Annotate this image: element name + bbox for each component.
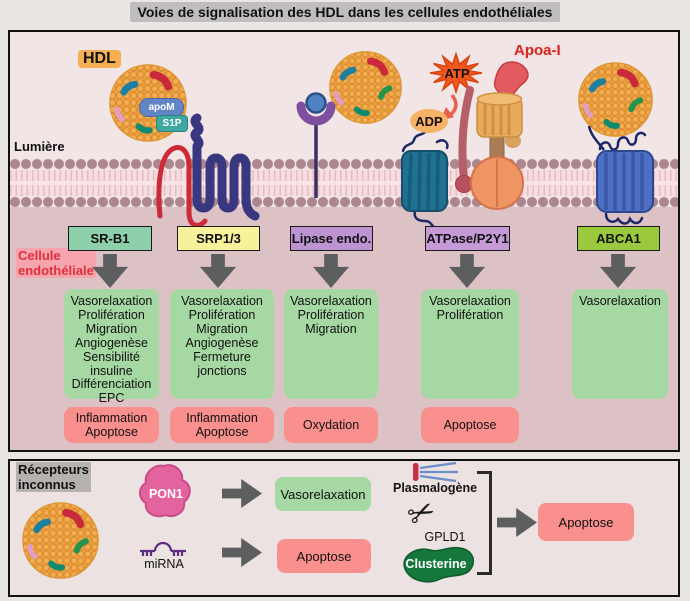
effects-positive-atpase: Vasorelaxation Prolifération [421, 289, 519, 399]
receptor-label-srb1: SR-B1 [68, 226, 152, 251]
endothelial-cell-label: Cellule endothéliale [16, 248, 96, 278]
pon1-label: PON1 [148, 487, 184, 501]
effects-negative-lipase: Oxydation [284, 407, 378, 443]
srb1-receptor-icon [156, 145, 208, 228]
plasmalogene-icon [413, 461, 458, 483]
membrane-tails [10, 170, 678, 196]
receptor-label-srp13: SRP1/3 [177, 226, 260, 251]
apoa1-protein-icon [493, 61, 529, 97]
membrane [10, 158, 678, 208]
receptor-label-atpase: ATPase/P2Y1 [425, 226, 510, 251]
gpld1-label: GPLD1 [424, 530, 466, 544]
mirna-icon [140, 541, 186, 556]
figure-title: Voies de signalisation des HDL dans les … [0, 2, 690, 22]
hdl-particle-icon [23, 503, 98, 578]
effects-positive-abca1: Vasorelaxation [572, 289, 668, 399]
effects-negative-atpase: Apoptose [421, 407, 519, 443]
apoa1-label: Apoa-I [514, 42, 561, 59]
unknown-receptors-label: Récepteurs inconnus [16, 462, 91, 492]
s1p-receptor-icon [190, 113, 260, 221]
receptor-label-lipase: Lipase endo. [290, 226, 373, 251]
receptor-label-abca1: ABCA1 [577, 226, 660, 251]
lipase-receptor-icon [296, 92, 336, 198]
abca1-transporter-icon [587, 125, 654, 225]
figure-title-text: Voies de signalisation des HDL dans les … [129, 2, 561, 22]
hdl-label: HDL [78, 50, 121, 68]
effects-negative-srb1: Inflammation Apoptose [64, 407, 159, 443]
clusterine-protein-icon [403, 546, 475, 583]
plasmalogene-label: Plasmalogène [393, 481, 478, 495]
effects-positive-srb1: Vasorelaxation Prolifération Migration A… [64, 289, 159, 405]
effects-negative-srp13: Inflammation Apoptose [170, 407, 274, 443]
mirna-label: miRNA [144, 557, 184, 571]
clusterine-label: Clusterine [405, 557, 467, 571]
hdl-particle-icon [330, 52, 402, 124]
hdl-particle-icon [579, 63, 653, 137]
outcome-vasorelaxation: Vasorelaxation [275, 477, 371, 511]
pon1-protein-icon [139, 464, 191, 518]
atpase-complex-icon [455, 86, 524, 210]
effects-positive-lipase: Vasorelaxation Prolifération Migration [284, 289, 378, 399]
outcome-apoptose: Apoptose [277, 539, 371, 573]
p2y1-receptor-icon [401, 121, 449, 231]
effects-positive-srp13: Vasorelaxation Prolifération Migration A… [170, 289, 274, 399]
s1p-badge: S1P [156, 115, 188, 132]
adp-badge: ADP [410, 109, 448, 133]
lumen-label: Lumière [14, 139, 65, 154]
outcome-apoptose-group: Apoptose [538, 503, 634, 541]
atp-label: ATP [444, 66, 470, 81]
group-bracket [477, 471, 492, 575]
